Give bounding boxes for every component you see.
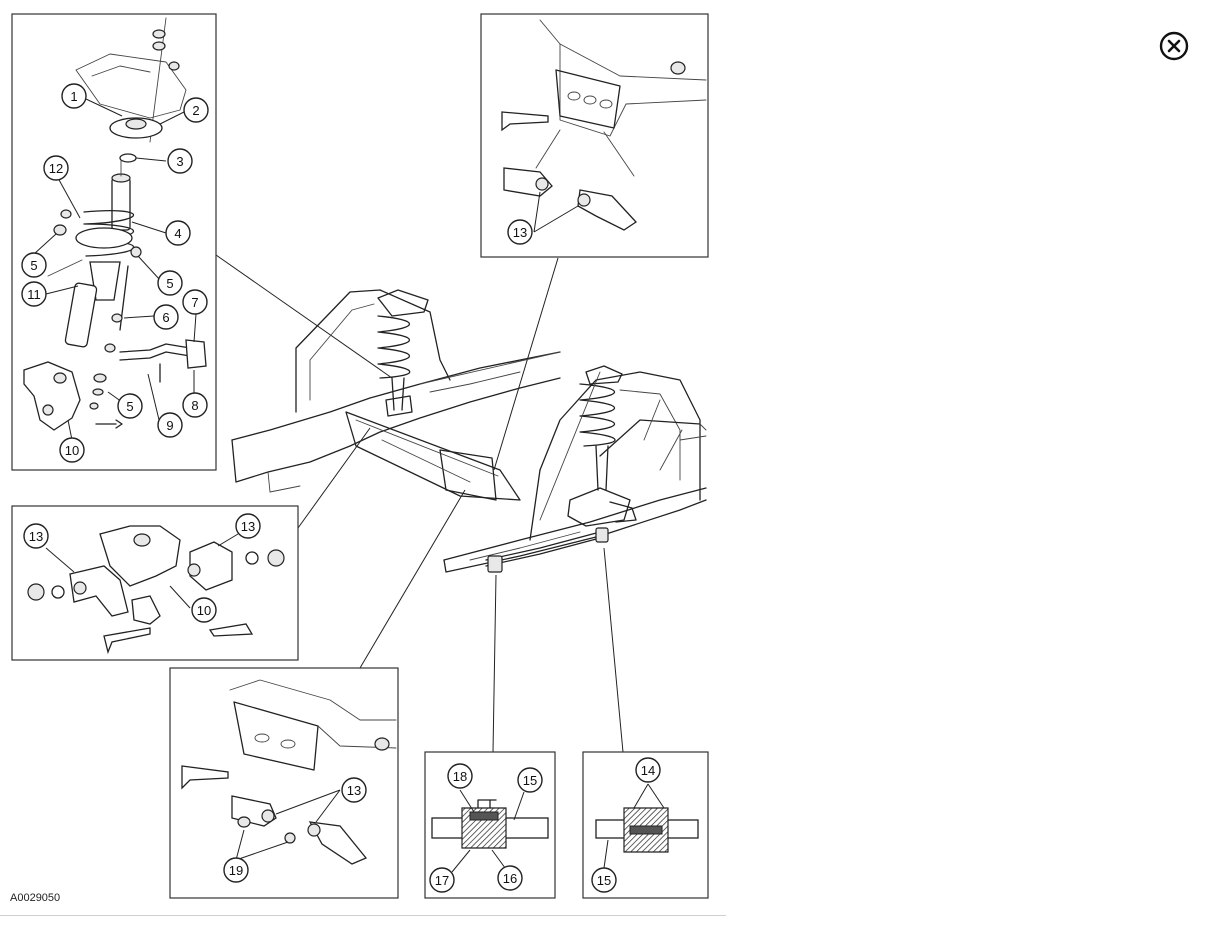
- callout-number: 13: [23, 523, 49, 549]
- callout-label: 13: [29, 529, 43, 544]
- callout-number: 13: [235, 513, 261, 539]
- detail-panel-upper-bracket: [480, 13, 709, 258]
- callout-label: 15: [523, 773, 537, 788]
- callout-number: 15: [591, 867, 617, 893]
- callout-number: 12: [43, 155, 69, 181]
- stabilizer-bar: [485, 531, 601, 567]
- callout-number: 8: [182, 392, 208, 418]
- callout-label: 19: [229, 863, 243, 878]
- callout-label: 18: [453, 769, 467, 784]
- callout-number: 4: [165, 220, 191, 246]
- panel-connector-lines: [215, 254, 624, 753]
- callout-label: 16: [503, 871, 517, 886]
- callout-number: 5: [117, 393, 143, 419]
- callout-label: 12: [49, 161, 63, 176]
- callout-number: 16: [497, 865, 523, 891]
- callout-label: 5: [126, 399, 133, 414]
- callout-number: 7: [182, 289, 208, 315]
- callout-number: 13: [341, 777, 367, 803]
- callout-label: 7: [191, 295, 198, 310]
- callout-label: 15: [597, 873, 611, 888]
- callout-label: 8: [191, 398, 198, 413]
- callout-label: 13: [513, 225, 527, 240]
- close-circle-icon: [1159, 31, 1189, 61]
- callout-label: 14: [641, 763, 655, 778]
- callout-number: 2: [183, 97, 209, 123]
- callout-number: 18: [447, 763, 473, 789]
- callout-number: 6: [153, 304, 179, 330]
- callout-label: 17: [435, 873, 449, 888]
- divider: [0, 915, 726, 916]
- callout-label: 6: [162, 310, 169, 325]
- callout-label: 13: [347, 783, 361, 798]
- callout-label: 1: [70, 89, 77, 104]
- callout-number: 5: [157, 270, 183, 296]
- main-assembly-view: [231, 289, 707, 573]
- left-coil-spring: [377, 315, 411, 379]
- callout-number: 10: [191, 597, 217, 623]
- callout-label: 11: [27, 287, 41, 302]
- callout-label: 5: [30, 258, 37, 273]
- callout-label: 3: [176, 154, 183, 169]
- callout-number: 15: [517, 767, 543, 793]
- callout-number: 5: [21, 252, 47, 278]
- callout-label: 5: [166, 276, 173, 291]
- callout-number: 9: [157, 412, 183, 438]
- callout-label: 10: [197, 603, 211, 618]
- callout-label: 10: [65, 443, 79, 458]
- callout-label: 2: [192, 103, 199, 118]
- callout-label: 4: [174, 226, 181, 241]
- callout-label: 13: [241, 519, 255, 534]
- callout-number: 10: [59, 437, 85, 463]
- callout-label: 9: [166, 418, 173, 433]
- callout-number: 19: [223, 857, 249, 883]
- callout-number: 3: [167, 148, 193, 174]
- close-button[interactable]: [1159, 31, 1189, 61]
- right-coil-spring: [579, 383, 616, 447]
- callout-number: 13: [507, 219, 533, 245]
- callout-number: 17: [429, 867, 455, 893]
- figure-id: A0029050: [10, 892, 61, 904]
- callout-number: 1: [61, 83, 87, 109]
- callout-number: 14: [635, 757, 661, 783]
- callout-number: 11: [21, 281, 47, 307]
